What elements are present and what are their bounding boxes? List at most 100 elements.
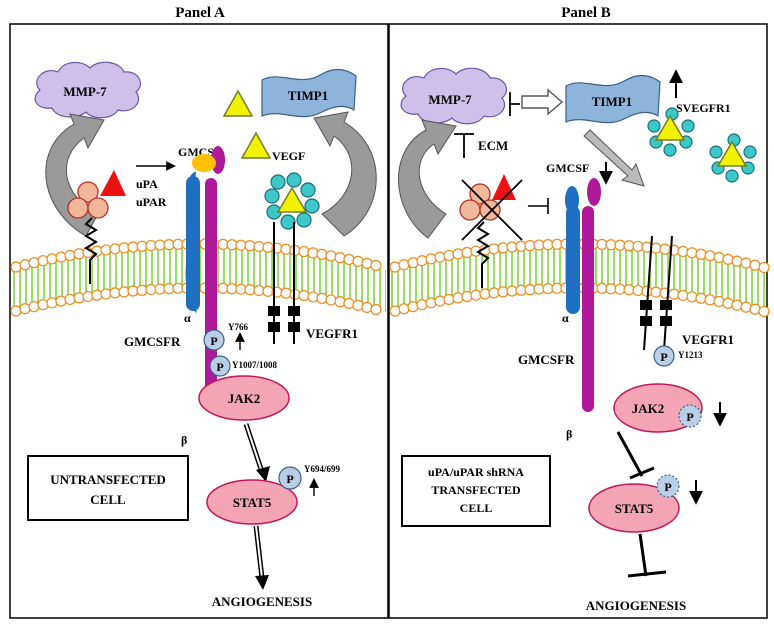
untransfected-line1: UNTRANSFECTED bbox=[50, 472, 166, 487]
vegf-bead bbox=[296, 212, 312, 228]
alpha-label-b: α bbox=[562, 311, 569, 325]
panel-a-title: Panel A bbox=[175, 5, 225, 21]
lipid-head bbox=[749, 303, 761, 315]
jak2-label-b: JAK2 bbox=[632, 401, 665, 416]
transfected-line2: TRANSFECTED bbox=[431, 483, 521, 497]
lipid-head bbox=[677, 245, 689, 258]
upa-label-a: uPA bbox=[136, 177, 158, 191]
phospho-y766-a bbox=[203, 329, 225, 351]
lipid-head bbox=[55, 251, 67, 263]
lipid-head bbox=[64, 293, 76, 306]
lipid-head bbox=[100, 288, 112, 300]
lipid-head bbox=[713, 251, 725, 264]
untransfected-line2: CELL bbox=[90, 492, 126, 507]
angiogenesis-label-b: ANGIOGENESIS bbox=[586, 598, 686, 613]
upar-label-a: uPAR bbox=[136, 195, 167, 209]
panel-b-frame bbox=[388, 23, 768, 619]
stat5-a bbox=[206, 479, 298, 525]
upar-bead-a-3 bbox=[87, 197, 109, 219]
lipid-head bbox=[361, 257, 373, 269]
lipid-head bbox=[434, 251, 446, 263]
lipid-head bbox=[352, 255, 364, 267]
lipid-head bbox=[461, 290, 473, 303]
upar-bead-a-2 bbox=[67, 197, 89, 219]
transfected-line1: uPA/uPAR shRNA bbox=[428, 465, 524, 479]
lipid-head bbox=[416, 299, 428, 311]
gmcsfr-alpha-body-a bbox=[186, 176, 200, 311]
lipid-head bbox=[398, 259, 410, 271]
jak2-stat5-arrowhead-a bbox=[256, 466, 270, 482]
phospho-stat5-a bbox=[278, 466, 302, 490]
svegfr1-triangle-2 bbox=[716, 140, 748, 167]
vegfr1-block-2-b bbox=[660, 300, 672, 310]
lipid-head bbox=[740, 301, 752, 313]
lipid-head bbox=[686, 291, 698, 303]
lipid-head bbox=[100, 244, 112, 256]
timp1-down-grey-arrow bbox=[583, 129, 645, 187]
grey-curved-arrow-left-a bbox=[45, 113, 105, 237]
alpha-label-a: α bbox=[184, 311, 191, 325]
lipid-head bbox=[361, 301, 373, 313]
vegf-triangle-a bbox=[276, 186, 308, 213]
lipid-head bbox=[19, 259, 31, 271]
lipid-head bbox=[443, 249, 455, 262]
lipid-head bbox=[64, 249, 76, 262]
lipid-head bbox=[452, 292, 464, 304]
vegfr1-block-1-a bbox=[268, 306, 280, 316]
stat5-b bbox=[588, 483, 680, 533]
lipid-head bbox=[749, 259, 761, 271]
lipid-head bbox=[298, 289, 310, 302]
panel-a-frame bbox=[9, 23, 389, 619]
vegf-bead bbox=[264, 188, 280, 204]
lipid-head bbox=[434, 295, 446, 307]
upar-bead-b-1 bbox=[469, 183, 491, 205]
lipid-head bbox=[298, 245, 310, 258]
lipid-head bbox=[370, 303, 382, 316]
lipid-head bbox=[73, 292, 85, 304]
lipid-head bbox=[10, 261, 22, 273]
lipid-head bbox=[334, 296, 346, 308]
lipid-head bbox=[461, 246, 473, 259]
lipid-head bbox=[307, 291, 319, 303]
mmp7-cloud-a bbox=[34, 61, 141, 119]
lipid-head bbox=[28, 257, 40, 269]
y766-label: Y766 bbox=[228, 322, 248, 332]
lipid-head bbox=[452, 248, 464, 260]
gmcsf-ligand-a bbox=[192, 154, 216, 172]
phospho-stat5-b bbox=[656, 474, 680, 498]
svegfr1-bead bbox=[647, 119, 661, 133]
angiogenesis-label-a: ANGIOGENESIS bbox=[212, 594, 312, 609]
stat5-angio-arrow-inner-a bbox=[255, 525, 263, 579]
y1213-label: Y1213 bbox=[678, 350, 703, 360]
ecm-label: ECM bbox=[478, 138, 508, 153]
lipid-head bbox=[46, 253, 58, 265]
svegfr1-bead bbox=[709, 145, 723, 159]
lipid-head bbox=[443, 293, 455, 306]
upar-bead-a-1 bbox=[77, 181, 99, 203]
lipid-head bbox=[343, 253, 355, 266]
y694-label: Y694/699 bbox=[304, 464, 341, 474]
lipid-head bbox=[407, 301, 419, 313]
phospho-y766-p: P bbox=[210, 334, 217, 348]
svegfr1-bead bbox=[663, 143, 677, 157]
lipid-head bbox=[19, 303, 31, 315]
stat5-label-a: STAT5 bbox=[233, 495, 272, 510]
gmcsfr-alpha-body-b bbox=[566, 206, 580, 314]
upar-inhibit-gmcsf bbox=[528, 198, 549, 214]
lipid-head bbox=[740, 257, 752, 269]
beta-label-a: β bbox=[181, 433, 187, 447]
timp1-flag-a bbox=[261, 68, 357, 118]
lipid-head bbox=[91, 289, 103, 301]
cross-line-2 bbox=[461, 179, 523, 241]
svegfr1-triangle-1 bbox=[654, 114, 686, 141]
vegfr1-strand-1-b bbox=[643, 235, 653, 351]
svegfr1-beads-b bbox=[647, 107, 757, 183]
lipid-head bbox=[695, 292, 707, 304]
upa-triangle-a bbox=[100, 170, 126, 196]
panel-b-title: Panel B bbox=[561, 5, 611, 21]
upa-triangle-b bbox=[492, 174, 516, 200]
lipid-head bbox=[731, 299, 743, 311]
lipid-head bbox=[722, 297, 734, 309]
lipid-head bbox=[398, 303, 410, 315]
